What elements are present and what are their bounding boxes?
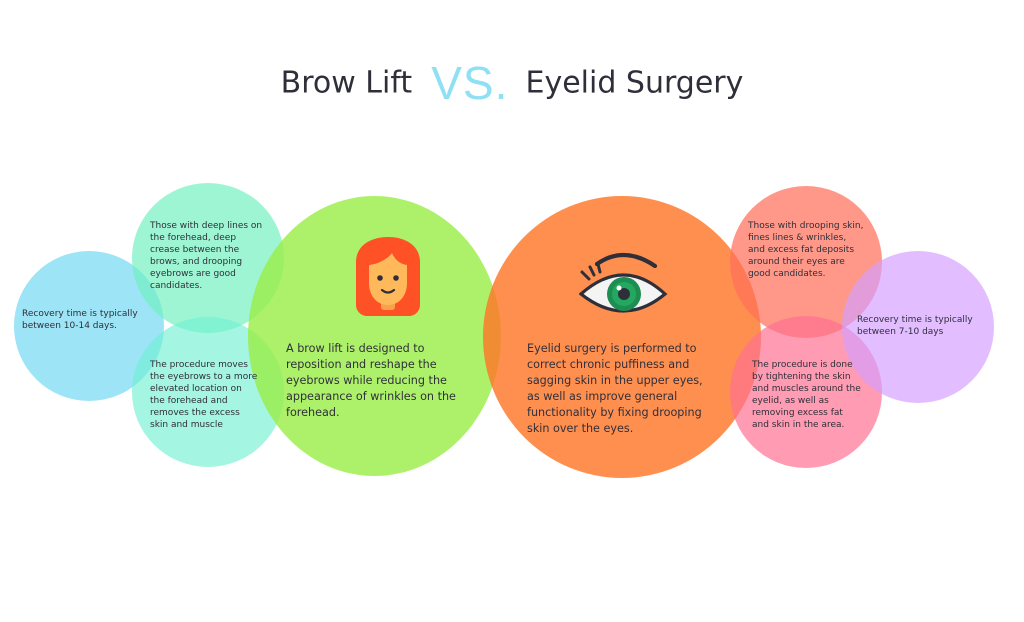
eyelid-surgery-circle [483, 196, 761, 478]
woman-face-icon [342, 236, 434, 318]
candidates-left-text: Those with deep lines on the forehead, d… [150, 221, 263, 291]
recovery-time-right-text: Recovery time is typically between 7-10 … [857, 315, 973, 337]
recovery-time-right-circle [842, 251, 994, 403]
title-right: Eyelid Surgery [525, 65, 744, 101]
brow-lift-description: A brow lift is designed to reposition an… [286, 342, 456, 419]
title-vs: VS. [431, 57, 509, 109]
eyelid-surgery-description: Eyelid surgery is performed to correct c… [527, 342, 703, 435]
title-left: Brow Lift [280, 65, 413, 101]
recovery-time-left-text: Recovery time is typically between 10-14… [22, 309, 138, 331]
procedure-right-text: The procedure is done by tightening the … [752, 360, 861, 430]
title: Brow Lift VS. Eyelid Surgery [0, 56, 1024, 110]
candidates-right-text: Those with drooping skin, fines lines & … [748, 221, 864, 279]
procedure-left-text: The procedure moves the eyebrows to a mo… [150, 360, 258, 430]
eye-icon [578, 248, 669, 324]
